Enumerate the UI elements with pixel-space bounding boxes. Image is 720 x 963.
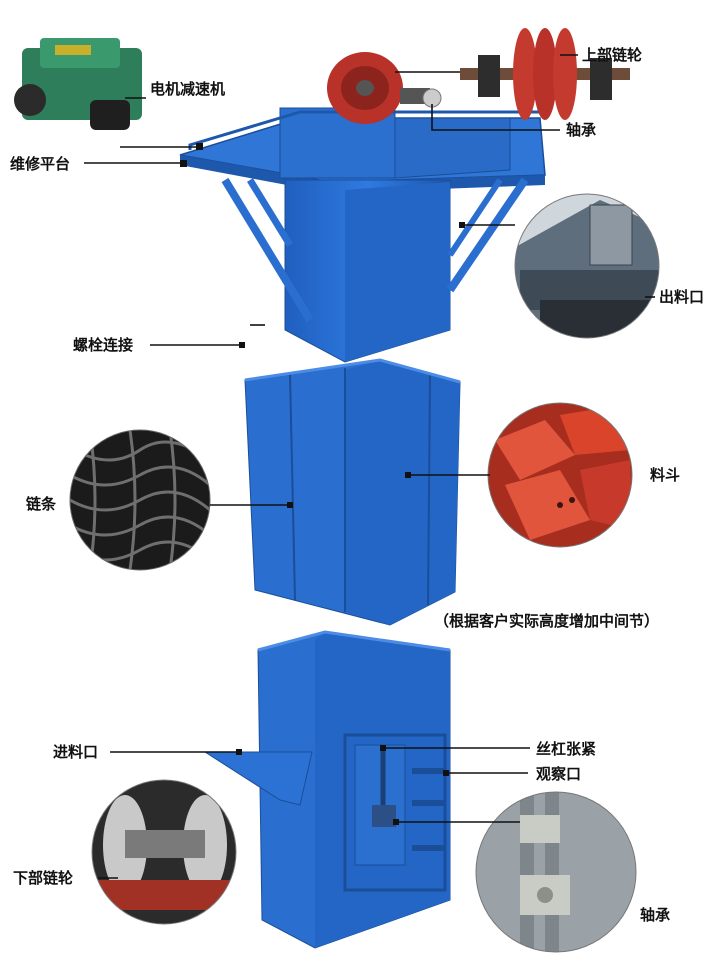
head-section (179, 107, 546, 363)
bucket-photo (488, 403, 632, 547)
label-bolt-connection: 螺栓连接 (73, 336, 134, 354)
outlet-photo (515, 194, 659, 338)
reducer-photo (14, 38, 142, 130)
head-sprocket (327, 52, 442, 124)
middle-section (244, 358, 461, 626)
label-lower-sprocket: 下部链轮 (13, 869, 74, 887)
bearing-photo (476, 792, 636, 952)
label-inlet: 进料口 (53, 743, 99, 761)
leader-lines (84, 54, 655, 879)
label-screw-tensioner: 丝杠张紧 (536, 740, 597, 758)
label-outlet: 出料口 (659, 288, 705, 306)
lower-sprocket-photo (92, 780, 236, 924)
label-inspection-window: 观察口 (536, 765, 582, 783)
label-bucket: 料斗 (650, 466, 681, 484)
label-maintenance-platform: 维修平台 (10, 155, 71, 173)
middle-section-note: （根据客户实际高度增加中间节） (434, 612, 660, 630)
label-chain: 链条 (26, 495, 57, 513)
chain-photo (70, 430, 210, 570)
label-motor-reducer: 电机减速机 (150, 80, 226, 98)
label-bearing-top: 轴承 (566, 121, 597, 139)
boot-section (203, 630, 451, 949)
label-bearing-bottom: 轴承 (640, 906, 671, 924)
label-upper-sprocket: 上部链轮 (582, 46, 643, 64)
leader-dots (180, 143, 465, 825)
sprocket-shaft-photo (460, 28, 630, 120)
